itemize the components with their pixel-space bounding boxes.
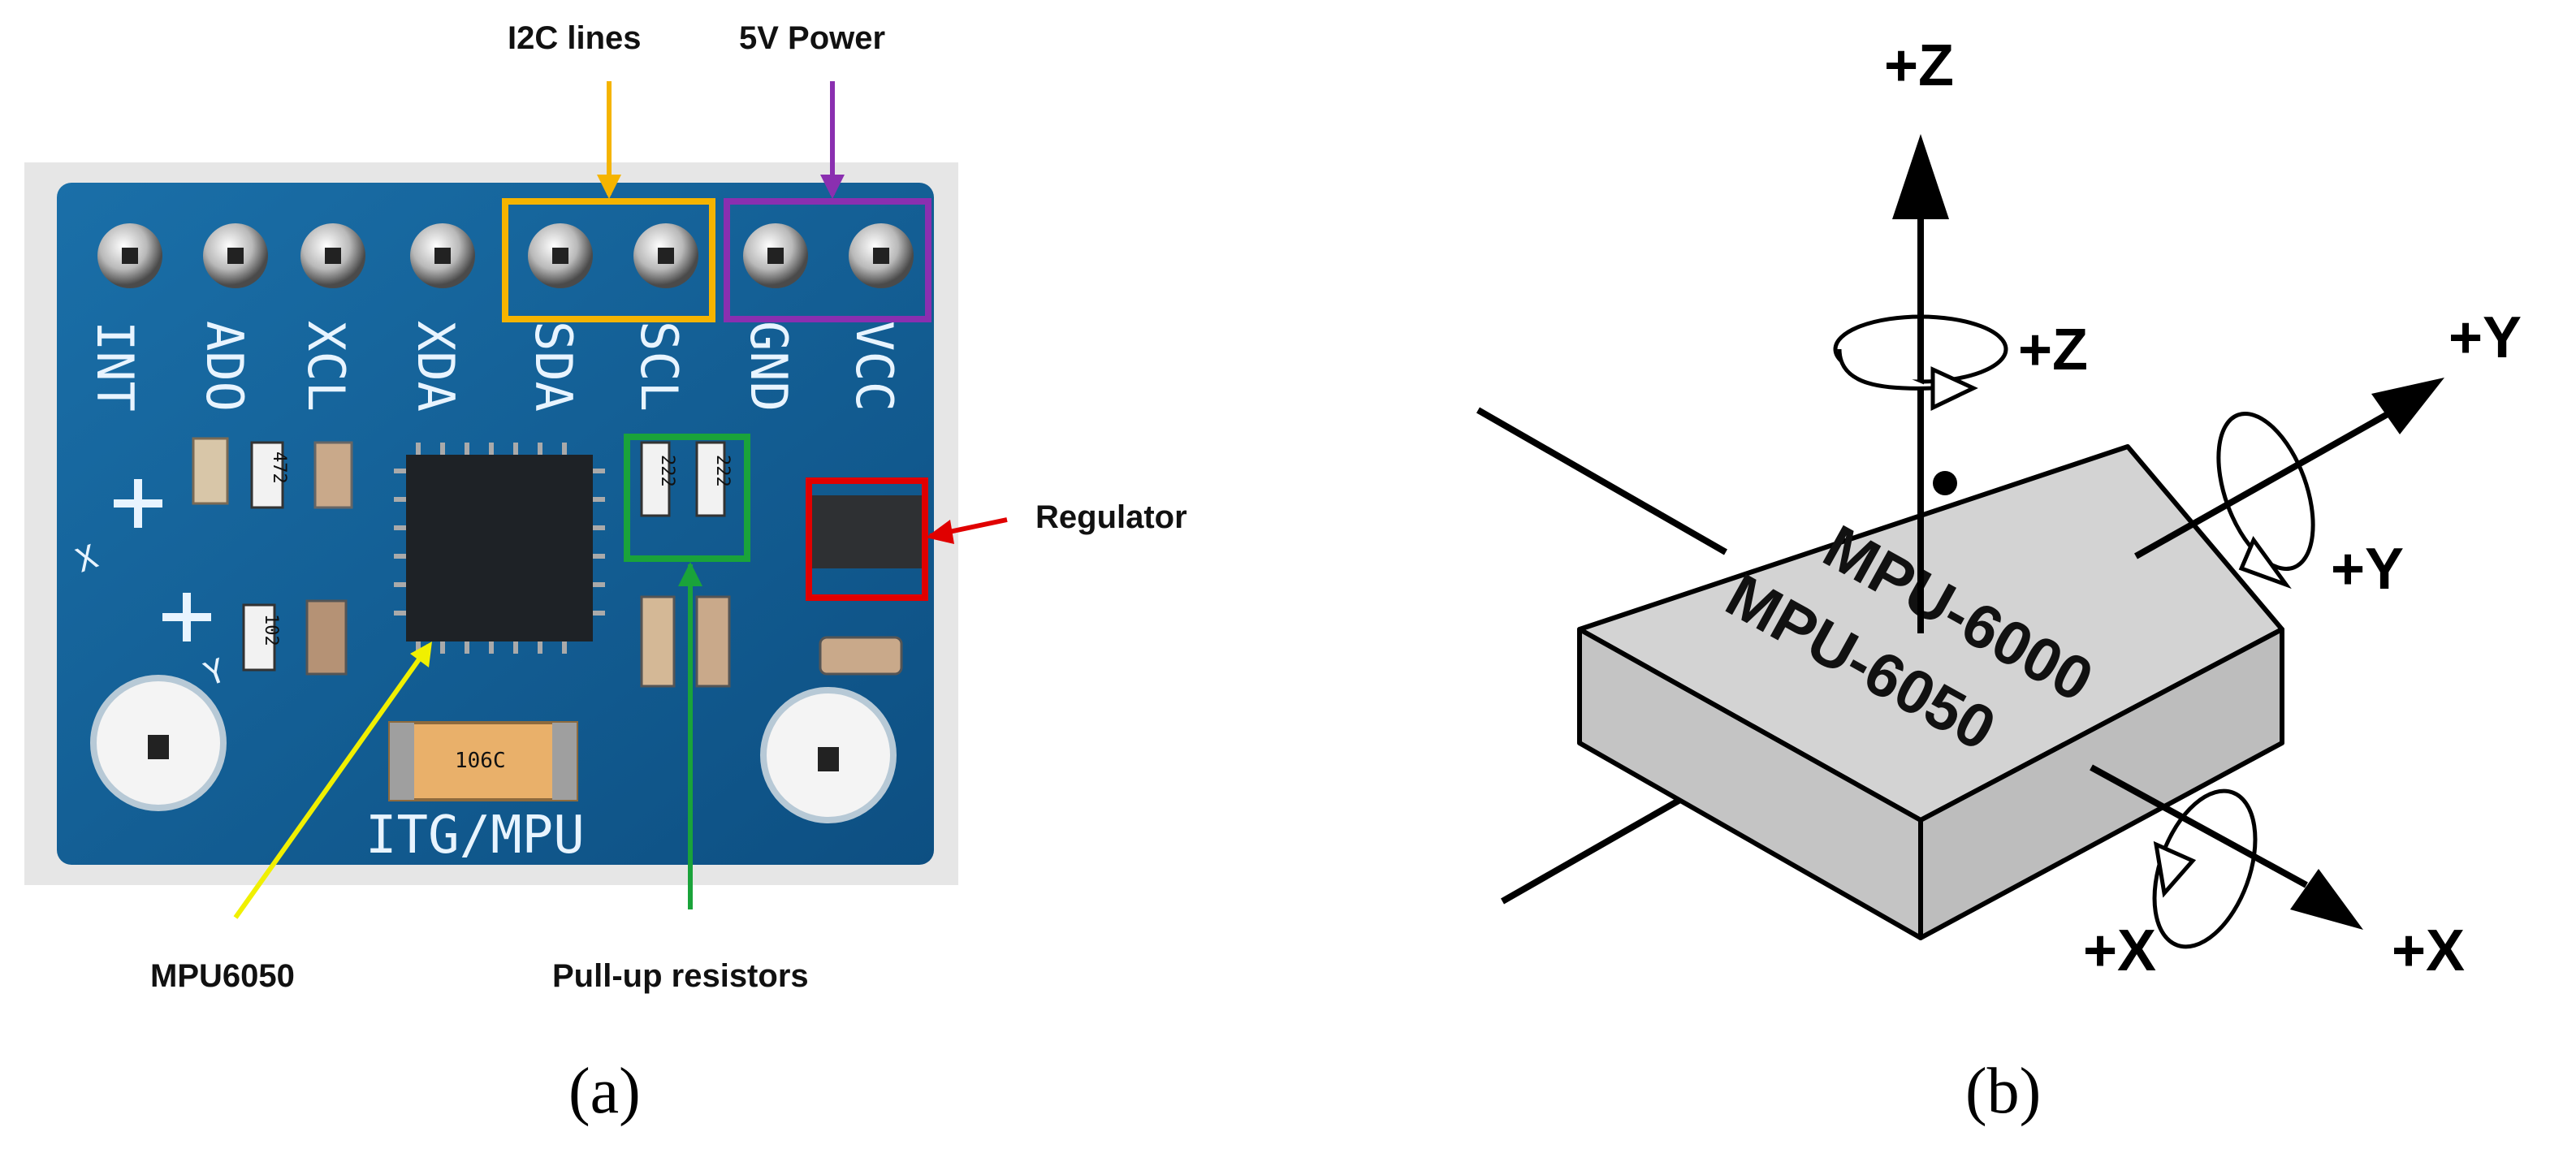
tantalum-capacitor: 106C	[388, 721, 578, 801]
i2c-lines-label: I2C lines	[508, 20, 642, 56]
mpu6050-chip	[394, 443, 605, 654]
pin-label-ado: ADO	[195, 321, 254, 412]
mpu-arrow	[233, 644, 431, 919]
z-axis-arrowhead	[1892, 134, 1949, 219]
pullup-label: Pull-up resistors	[552, 958, 809, 994]
mounting-holes	[90, 675, 897, 823]
pin-label-gnd: GND	[739, 321, 798, 412]
pin-label-sda: SDA	[524, 321, 583, 412]
x-axis-back-line	[1476, 407, 1727, 555]
z-rotation-label: +Z	[2018, 317, 2088, 382]
silkscreen-axes	[114, 479, 211, 641]
header-pins	[97, 223, 914, 288]
mpu6050-label: MPU6050	[150, 958, 295, 994]
x-rotation-label: +X	[2083, 918, 2156, 983]
smd-components: 472 102 222 222	[192, 437, 903, 688]
mpu-chip-block	[1577, 444, 2284, 940]
resistor-code-r3: 222	[657, 455, 677, 487]
y-rotation-arrow-icon	[2216, 411, 2315, 590]
board-marking: ITG/MPU	[365, 806, 585, 866]
x-axis-line	[2090, 764, 2308, 888]
capacitor-code: 106C	[455, 749, 506, 773]
pin-label-int: INT	[85, 321, 145, 412]
caption-b: (b)	[1965, 1056, 2041, 1127]
i2c-highlight-box	[502, 198, 715, 322]
pin-label-scl: SCL	[629, 321, 689, 412]
x-rotation-arrow-icon	[2152, 788, 2258, 949]
resistor-code-r2: 102	[261, 614, 281, 646]
y-axis-arrowhead	[2371, 378, 2444, 434]
y-rotation-label: +Y	[2331, 537, 2404, 602]
resistor-code-r4: 222	[712, 455, 733, 487]
pin1-dot	[1933, 471, 1957, 495]
regulator-chip	[812, 495, 922, 568]
pin-label-xda: XDA	[406, 321, 465, 412]
x-linear-label: +X	[2392, 918, 2465, 983]
pin-label-vcc: VCC	[845, 321, 904, 412]
power-highlight-box	[724, 198, 931, 322]
y-linear-label: +Y	[2448, 305, 2522, 370]
caption-a: (a)	[568, 1056, 641, 1127]
z-linear-label: +Z	[1884, 33, 1954, 98]
power-label: 5V Power	[739, 20, 885, 56]
pin-label-xcl: XCL	[296, 321, 356, 412]
x-axis-arrowhead	[2290, 869, 2363, 930]
regulator-label: Regulator	[1035, 499, 1187, 535]
resistor-code-r1: 472	[269, 451, 289, 484]
y-axis-line	[2134, 411, 2389, 559]
regulator-highlight-box	[806, 477, 928, 601]
pullup-highlight-box	[624, 434, 750, 562]
pin-labels: INT ADO XCL XDA SDA SCL GND VCC	[85, 321, 904, 412]
panel-a: INT ADO XCL XDA SDA SCL GND VCC 472 102 …	[24, 20, 1187, 1127]
z-rotation-arrow-icon	[1833, 314, 2008, 411]
panel-b: MPU-6000 MPU-6050 +Z +Z +Y +Y +X	[1476, 33, 2522, 1127]
